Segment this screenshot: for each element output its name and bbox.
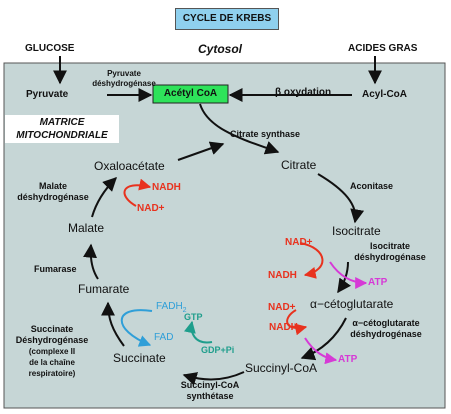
diagram-title: CYCLE DE KREBS	[175, 8, 279, 30]
isocitrate-dh-atp-arrow	[329, 261, 368, 289]
citrate-to-isocitrate-arrow	[317, 173, 365, 224]
acides-gras-label: ACIDES GRAS	[348, 43, 418, 54]
akg-to-succinyl-arrow	[300, 317, 347, 361]
fadh2-label: FADH2	[156, 301, 187, 314]
pyruvate-label: Pyruvate	[26, 89, 69, 100]
isocitrate-dh-atp-label: ATP	[368, 277, 388, 288]
malate-dh-nadh-arrow	[123, 178, 152, 207]
isocitrate-dh-nad-label: NAD+	[285, 237, 313, 248]
succinyl-coa-label: Succinyl-CoA	[245, 361, 318, 375]
fumarate-label: Fumarate	[78, 282, 130, 296]
succinate-dh-fad-arrow	[120, 309, 153, 347]
malate-to-oxaloacetate-arrow	[91, 177, 117, 218]
fumarate-to-malate-arrow	[83, 243, 99, 280]
acetyl-to-citrate-arrow	[199, 103, 280, 155]
fumarase-label: Fumarase	[34, 264, 77, 274]
aconitase-label: Aconitase	[350, 181, 394, 191]
cytosol-label: Cytosol	[198, 42, 243, 56]
akg-dh-atp-arrow	[304, 337, 338, 365]
malate-dh-nadh-label: NADH	[152, 182, 181, 193]
citrate-synthase-label: Citrate synthase	[230, 129, 301, 139]
succinyl-synthetase-gtp-arrow	[184, 320, 213, 344]
succinate-to-fumarate-arrow	[101, 301, 125, 347]
isocitrate-label: Isocitrate	[332, 224, 381, 238]
oxaloacetate-label: Oxaloacétate	[94, 159, 165, 173]
beta-oxydation-label: β oxydation	[275, 87, 332, 98]
akg-dh-atp-label: ATP	[338, 354, 358, 365]
akg-dh-nadh-label: NADH	[269, 322, 298, 333]
malate-dh-nad-label: NAD+	[137, 203, 165, 214]
succinyl-to-succinate-arrow	[182, 371, 245, 386]
gdp-pi-label: GDP+Pi	[201, 345, 235, 355]
isocitrate-dh-nadh-label: NADH	[268, 270, 297, 281]
alpha-ketoglutarate-label: α−cétoglutarate	[310, 297, 394, 311]
isocitrate-dh-nadh-arrow	[299, 242, 324, 279]
akg-dh-nadh-arrow	[286, 309, 308, 336]
succinate-label: Succinate	[113, 351, 166, 365]
acetyl-coa-label: Acétyl CoA	[163, 88, 218, 99]
akg-dh-nad-label: NAD+	[268, 302, 296, 313]
oxaloacetate-to-citrate-arrow	[177, 141, 225, 161]
acyl-coa-label: Acyl-CoA	[362, 89, 408, 100]
fad-label: FAD	[154, 332, 174, 343]
malate-label: Malate	[68, 221, 105, 235]
citrate-label: Citrate	[281, 158, 317, 172]
glucose-label: GLUCOSE	[25, 43, 75, 54]
acetyl-coa-box	[152, 84, 229, 104]
gtp-label: GTP	[184, 312, 203, 322]
